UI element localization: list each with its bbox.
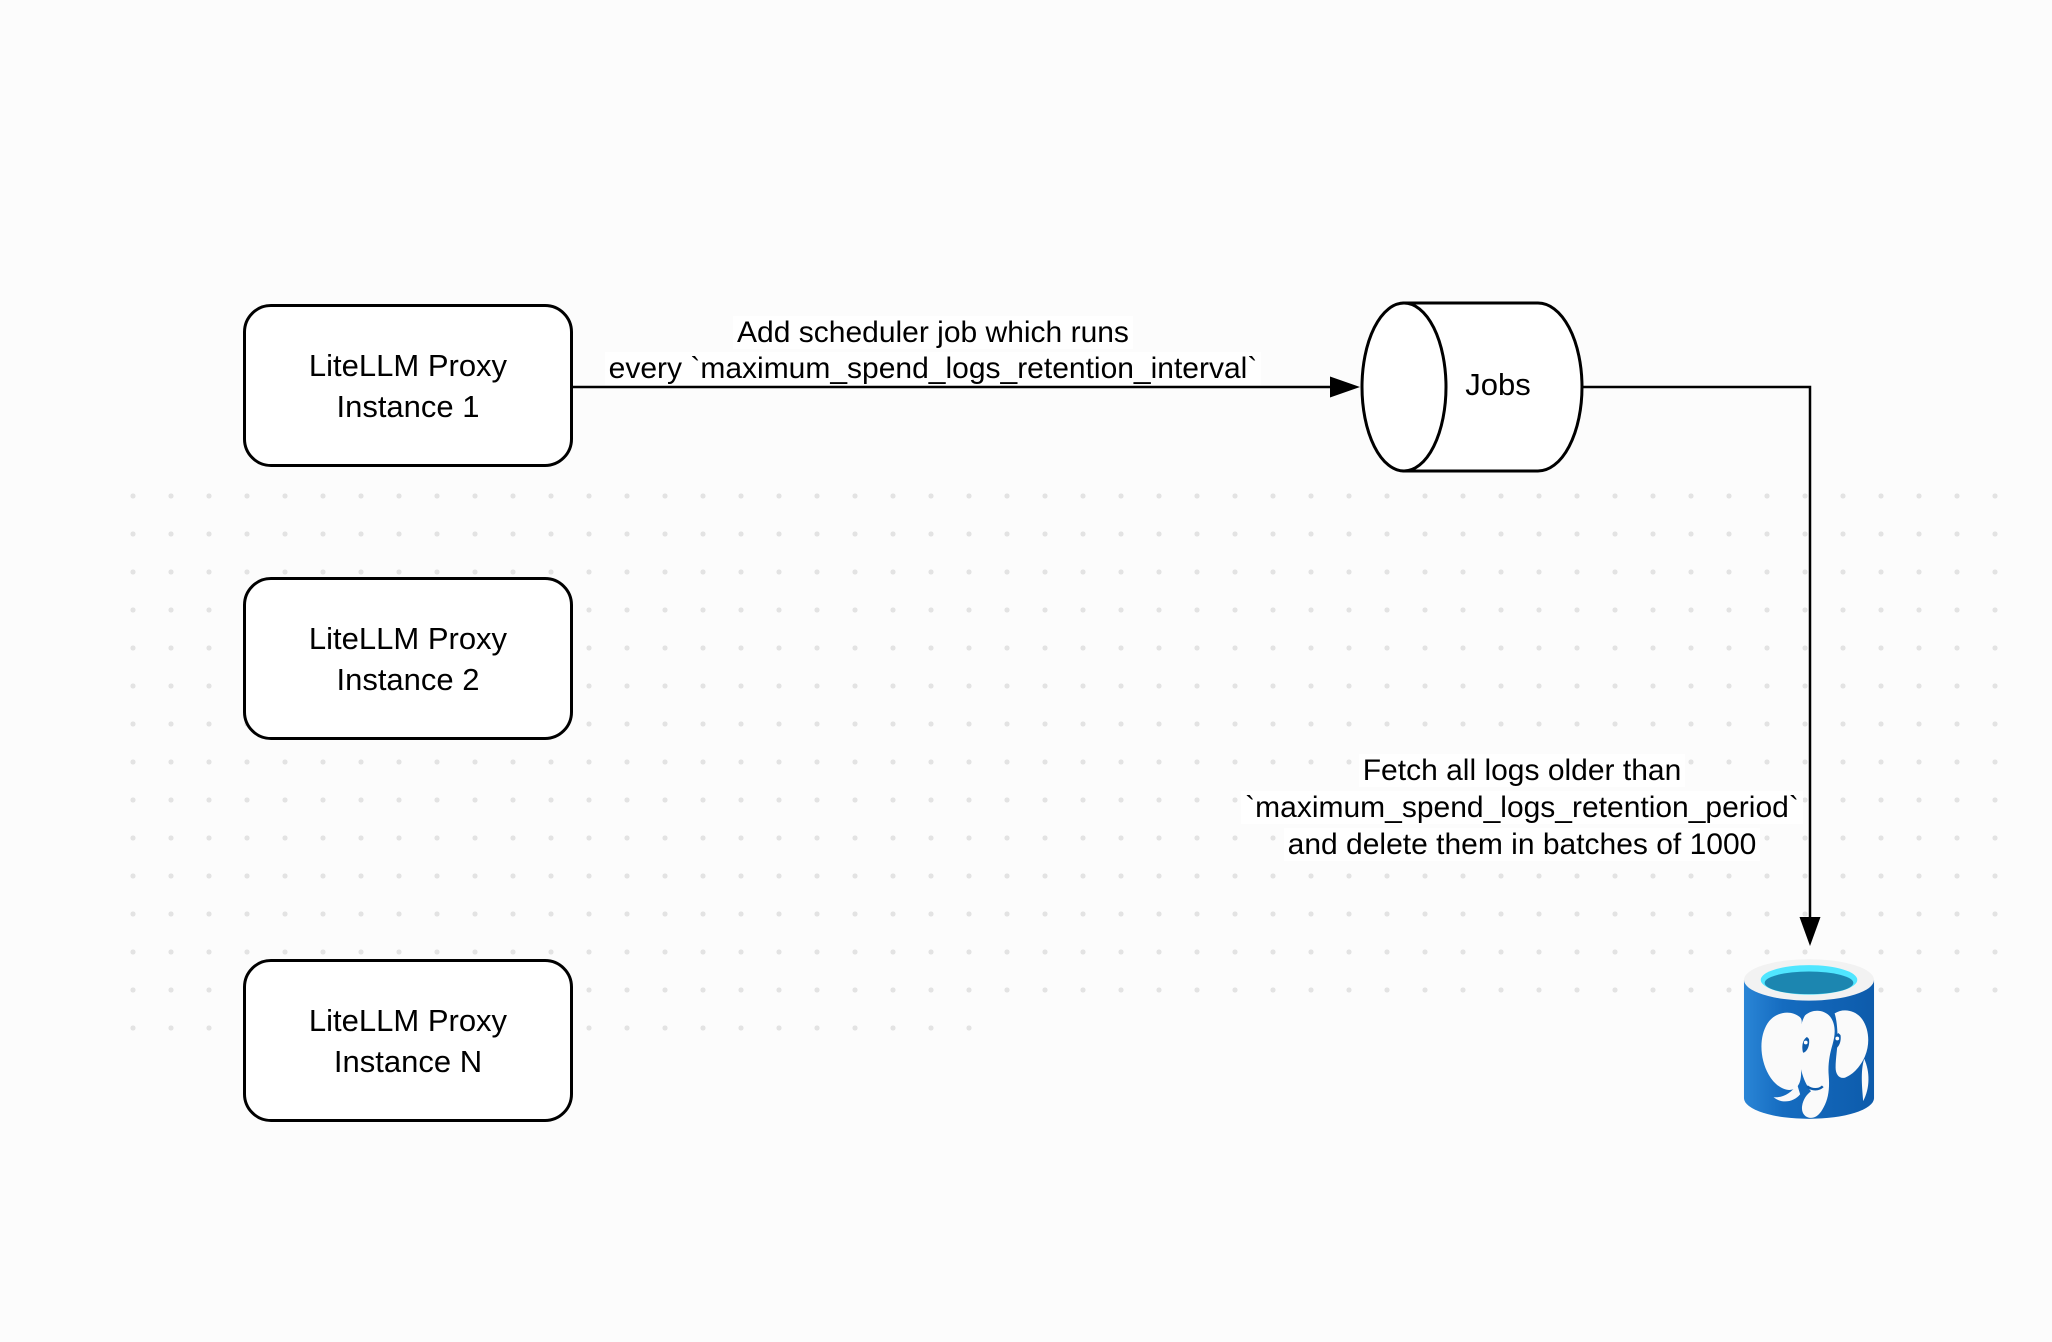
node-litellm-proxy-instance-n: LiteLLM Proxy Instance N [243, 959, 573, 1122]
node-label: LiteLLM Proxy [308, 347, 508, 383]
edge-label-line: `maximum_spend_logs_retention_period` [1241, 791, 1803, 824]
arrowhead-into-database-icon [1799, 917, 1821, 946]
node-label: Instance 1 [336, 388, 480, 424]
edge-label-line: Fetch all logs older than [1358, 754, 1686, 787]
postgresql-database-icon [1743, 959, 1875, 1119]
edge-label-fetch-delete: Fetch all logs older than `maximum_spend… [1212, 752, 1832, 863]
edge-label-line: and delete them in batches of 1000 [1283, 828, 1761, 861]
node-litellm-proxy-instance-1: LiteLLM Proxy Instance 1 [243, 304, 573, 467]
edge-fetch-line [1582, 385, 1812, 917]
postgres-elephant [1761, 1010, 1869, 1118]
arrowhead-into-jobs-icon [1330, 376, 1360, 398]
edge-label-line: Add scheduler job which runs [733, 316, 1133, 349]
node-label: LiteLLM Proxy [308, 1002, 508, 1038]
edge-label-line: every `maximum_spend_logs_retention_inte… [604, 352, 1262, 385]
jobs-cylinder-body [1402, 301, 1584, 473]
node-label: Instance 2 [336, 661, 480, 697]
node-label: LiteLLM Proxy [308, 620, 508, 656]
edge-label-scheduler: Add scheduler job which runs every `maxi… [603, 315, 1263, 387]
database-cylinder-water-shade [1764, 971, 1854, 995]
node-litellm-proxy-instance-2: LiteLLM Proxy Instance 2 [243, 577, 573, 740]
jobs-cylinder-cap [1360, 301, 1448, 473]
node-label: Instance N [333, 1043, 483, 1079]
jobs-queue-label: Jobs [1465, 367, 1531, 402]
jobs-queue-shape [1360, 301, 1584, 473]
